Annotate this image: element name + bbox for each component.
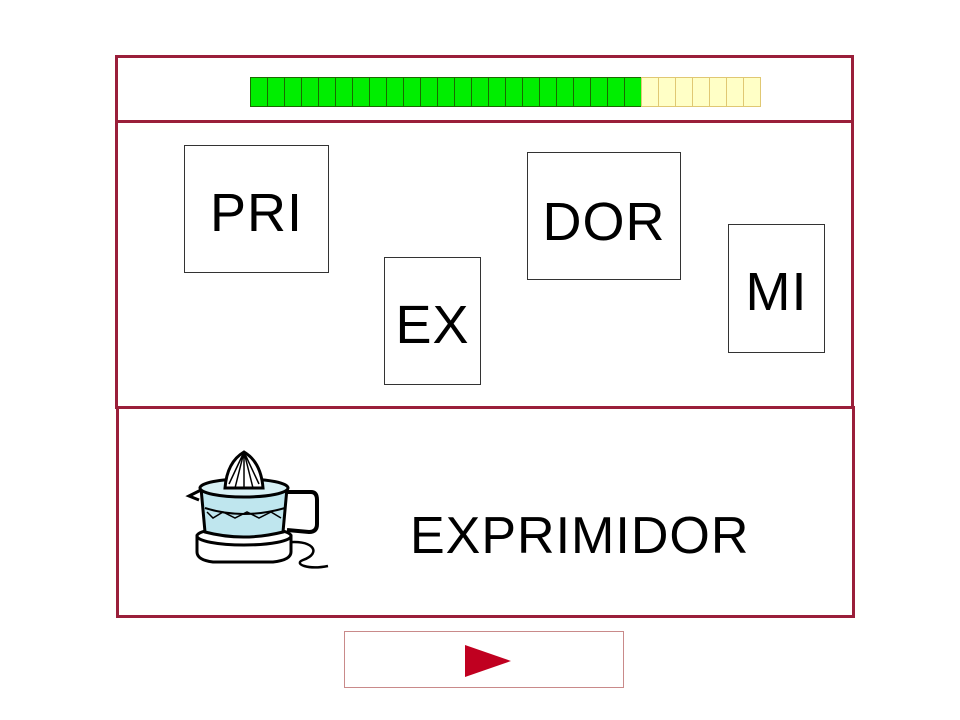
progress-segment-filled (590, 77, 608, 107)
progress-segment-filled (335, 77, 353, 107)
progress-segment-filled (556, 77, 574, 107)
progress-segment-filled (471, 77, 489, 107)
syllable-tile-mi[interactable]: MI (728, 224, 825, 353)
progress-segment-filled (624, 77, 642, 107)
progress-segment-filled (386, 77, 404, 107)
syllable-tile-ex[interactable]: EX (384, 257, 481, 385)
progress-segment-filled (437, 77, 455, 107)
progress-segment-filled (454, 77, 472, 107)
progress-segment-filled (505, 77, 523, 107)
progress-bar (250, 77, 761, 107)
progress-segment-filled (403, 77, 421, 107)
progress-segment-filled (539, 77, 557, 107)
syllable-tile-pri[interactable]: PRI (184, 145, 329, 273)
progress-segment-empty (658, 77, 676, 107)
progress-segment-empty (692, 77, 710, 107)
progress-segment-filled (573, 77, 591, 107)
progress-segment-filled (250, 77, 268, 107)
progress-segment-filled (301, 77, 319, 107)
progress-segment-empty (675, 77, 693, 107)
progress-segment-filled (284, 77, 302, 107)
header-divider (118, 120, 851, 123)
progress-segment-empty (641, 77, 659, 107)
progress-segment-empty (743, 77, 761, 107)
progress-segment-filled (522, 77, 540, 107)
progress-segment-filled (267, 77, 285, 107)
progress-segment-filled (488, 77, 506, 107)
progress-segment-empty (709, 77, 727, 107)
progress-segment-filled (352, 77, 370, 107)
citrus-juicer-icon (185, 450, 329, 569)
answer-word: EXPRIMIDOR (410, 507, 750, 565)
progress-segment-filled (607, 77, 625, 107)
progress-segment-empty (726, 77, 744, 107)
next-button[interactable] (344, 631, 624, 688)
progress-segment-filled (318, 77, 336, 107)
syllable-tile-dor[interactable]: DOR (527, 152, 681, 280)
progress-segment-filled (420, 77, 438, 107)
progress-segment-filled (369, 77, 387, 107)
play-arrow-icon (465, 645, 511, 677)
